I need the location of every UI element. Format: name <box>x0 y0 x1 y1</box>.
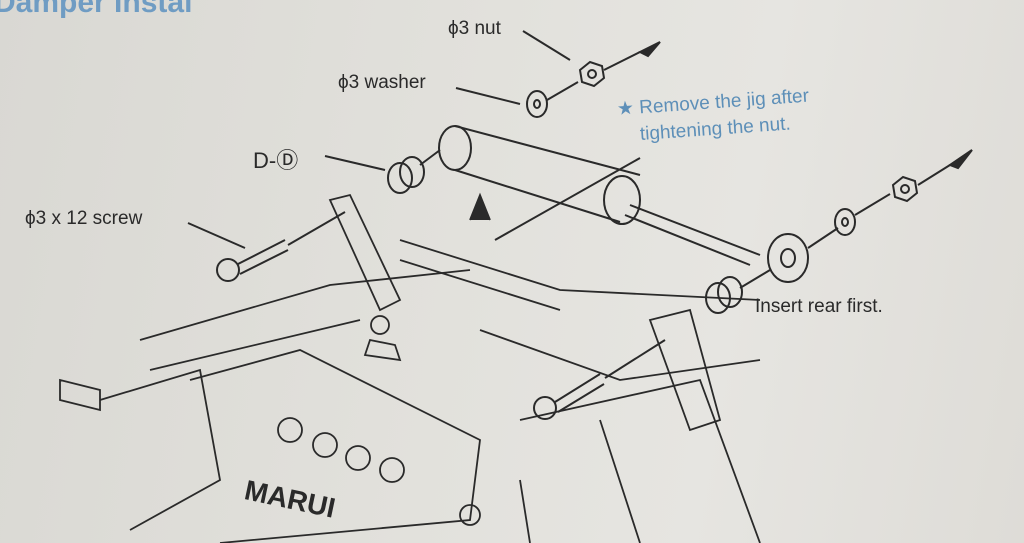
leader-d <box>324 155 386 171</box>
washer-right <box>834 208 856 236</box>
leader-jig <box>494 157 641 241</box>
axis-line <box>603 51 641 71</box>
label-washer: ϕ3 washer <box>338 72 426 93</box>
leader-washer <box>455 87 521 105</box>
label-nut: ϕ3 nut <box>448 18 501 39</box>
nut-top <box>578 60 606 88</box>
label-part-d: D-Ⓓ <box>253 148 299 173</box>
nut-right <box>891 175 919 203</box>
washer-top <box>526 90 548 118</box>
arrow-icon <box>637 41 661 58</box>
screw-bottom <box>533 373 605 420</box>
chassis <box>59 192 761 543</box>
leader-nut <box>522 30 571 61</box>
leader-screw <box>187 222 246 249</box>
screw-top <box>216 239 289 282</box>
label-screw: ϕ3 x 12 screw <box>25 208 143 229</box>
section-title: Damper Instal <box>0 0 193 19</box>
d-spacer-right <box>705 276 743 314</box>
arrow-icon <box>947 149 973 170</box>
damper <box>438 125 809 283</box>
d-spacer-left <box>387 156 425 194</box>
insert-note: Insert rear first. <box>755 296 883 317</box>
